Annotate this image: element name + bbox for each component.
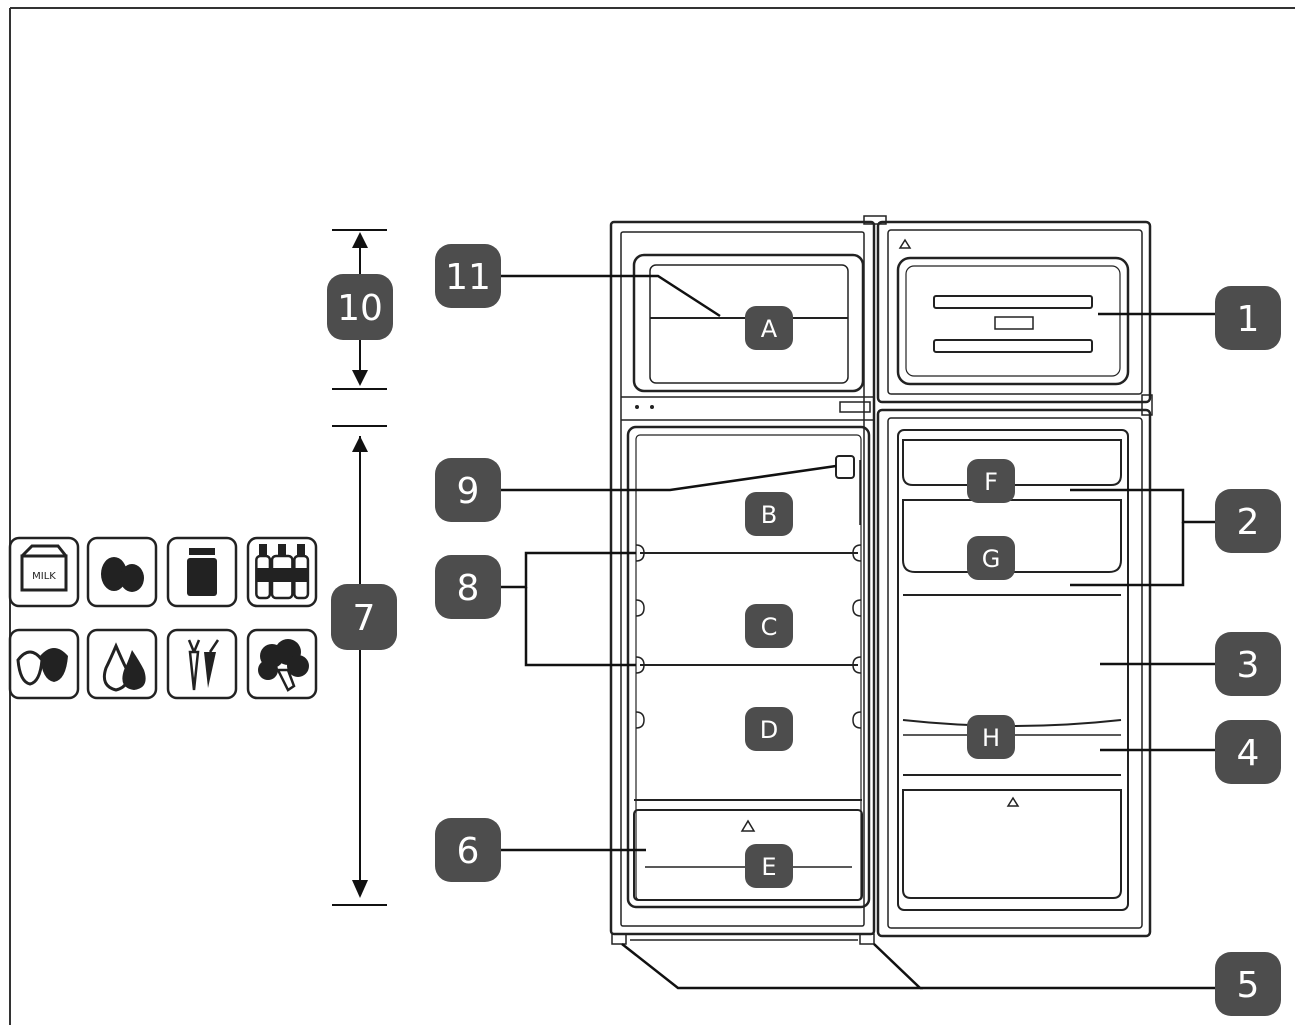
badge-shape (745, 492, 793, 536)
compartment-badge-C: C (745, 604, 793, 648)
badge-label: 1 (1237, 299, 1260, 340)
compartment-badge-E: E (745, 844, 793, 888)
compartment-badge-H: H (967, 715, 1015, 759)
number-badge-6: 6 (435, 818, 501, 882)
badge-label: 4 (1237, 733, 1260, 774)
badge-label: 10 (337, 288, 383, 329)
indicator-dot (650, 405, 654, 409)
badge-label: 7 (353, 598, 376, 639)
strawberries-icon (8, 628, 80, 700)
badge-label: C (761, 613, 778, 641)
compartment-badge-F: F (967, 459, 1015, 503)
number-badge-7: 7 (331, 584, 397, 650)
number-badge-4: 4 (1215, 720, 1281, 784)
pears-icon (86, 628, 158, 700)
eggs-icon (86, 536, 158, 608)
badge-label: D (760, 716, 778, 744)
badge-shape (1215, 286, 1281, 350)
badge-shape (967, 715, 1015, 759)
badge-shape (1215, 720, 1281, 784)
carrots-icon (166, 628, 238, 700)
number-badge-9: 9 (435, 458, 501, 522)
hinge-plate (839, 401, 871, 413)
badge-shape (331, 584, 397, 650)
badge-label: A (761, 315, 778, 343)
badge-shape (967, 459, 1015, 503)
badge-shape (435, 555, 501, 619)
milk-label: MILK (32, 571, 56, 582)
number-badge-3: 3 (1215, 632, 1281, 696)
badge-label: E (761, 853, 776, 881)
badge-label: F (984, 468, 998, 496)
number-badge-8: 8 (435, 555, 501, 619)
jar-icon (166, 536, 238, 608)
badge-shape (435, 818, 501, 882)
badge-shape (967, 536, 1015, 580)
leader-lines (500, 274, 1215, 990)
badge-shape (1215, 632, 1281, 696)
indicator-dot (635, 405, 639, 409)
badge-shape (745, 604, 793, 648)
compartment-badge-A: A (745, 306, 793, 350)
badge-label: 2 (1237, 502, 1260, 543)
badge-label: B (761, 501, 777, 529)
badge-shape (745, 306, 793, 350)
milk-carton-icon: MILK (8, 536, 80, 608)
door-top-icon (898, 238, 912, 249)
badge-label: 9 (457, 471, 480, 512)
broccoli-icon (246, 628, 318, 700)
badge-shape (435, 244, 501, 308)
fridge-body (609, 220, 876, 945)
badge-label: 8 (457, 568, 480, 609)
letter-badges: A B C D E F G H (745, 306, 1015, 888)
compartment-badge-B: B (745, 492, 793, 536)
badge-label: 11 (445, 257, 491, 298)
recycle-icon (740, 819, 756, 832)
number-badges: 1 2 3 4 5 6 7 8 9 10 11 (327, 244, 1281, 1016)
number-badge-10: 10 (327, 274, 393, 340)
badge-shape (327, 274, 393, 340)
food-icon-grid: MILK (8, 536, 318, 700)
badge-label: H (982, 724, 1000, 752)
badge-shape (745, 844, 793, 888)
badge-shape (435, 458, 501, 522)
badge-label: 5 (1237, 965, 1260, 1006)
compartment-badge-G: G (967, 536, 1015, 580)
badge-label: 6 (457, 831, 480, 872)
compartment-badge-D: D (745, 707, 793, 751)
fridge-doors (863, 215, 1153, 938)
food-icon-box (166, 628, 238, 700)
dimension-arrows (332, 229, 387, 906)
door-recycle-icon (1006, 796, 1020, 807)
number-badge-1: 1 (1215, 286, 1281, 350)
badge-shape (1215, 489, 1281, 553)
badge-shape (745, 707, 793, 751)
badge-label: 3 (1237, 645, 1260, 686)
number-badge-2: 2 (1215, 489, 1281, 553)
number-badge-11: 11 (435, 244, 501, 308)
number-badge-5: 5 (1215, 952, 1281, 1016)
bottles-icon (246, 536, 318, 608)
badge-shape (1215, 952, 1281, 1016)
badge-label: G (982, 545, 1001, 573)
